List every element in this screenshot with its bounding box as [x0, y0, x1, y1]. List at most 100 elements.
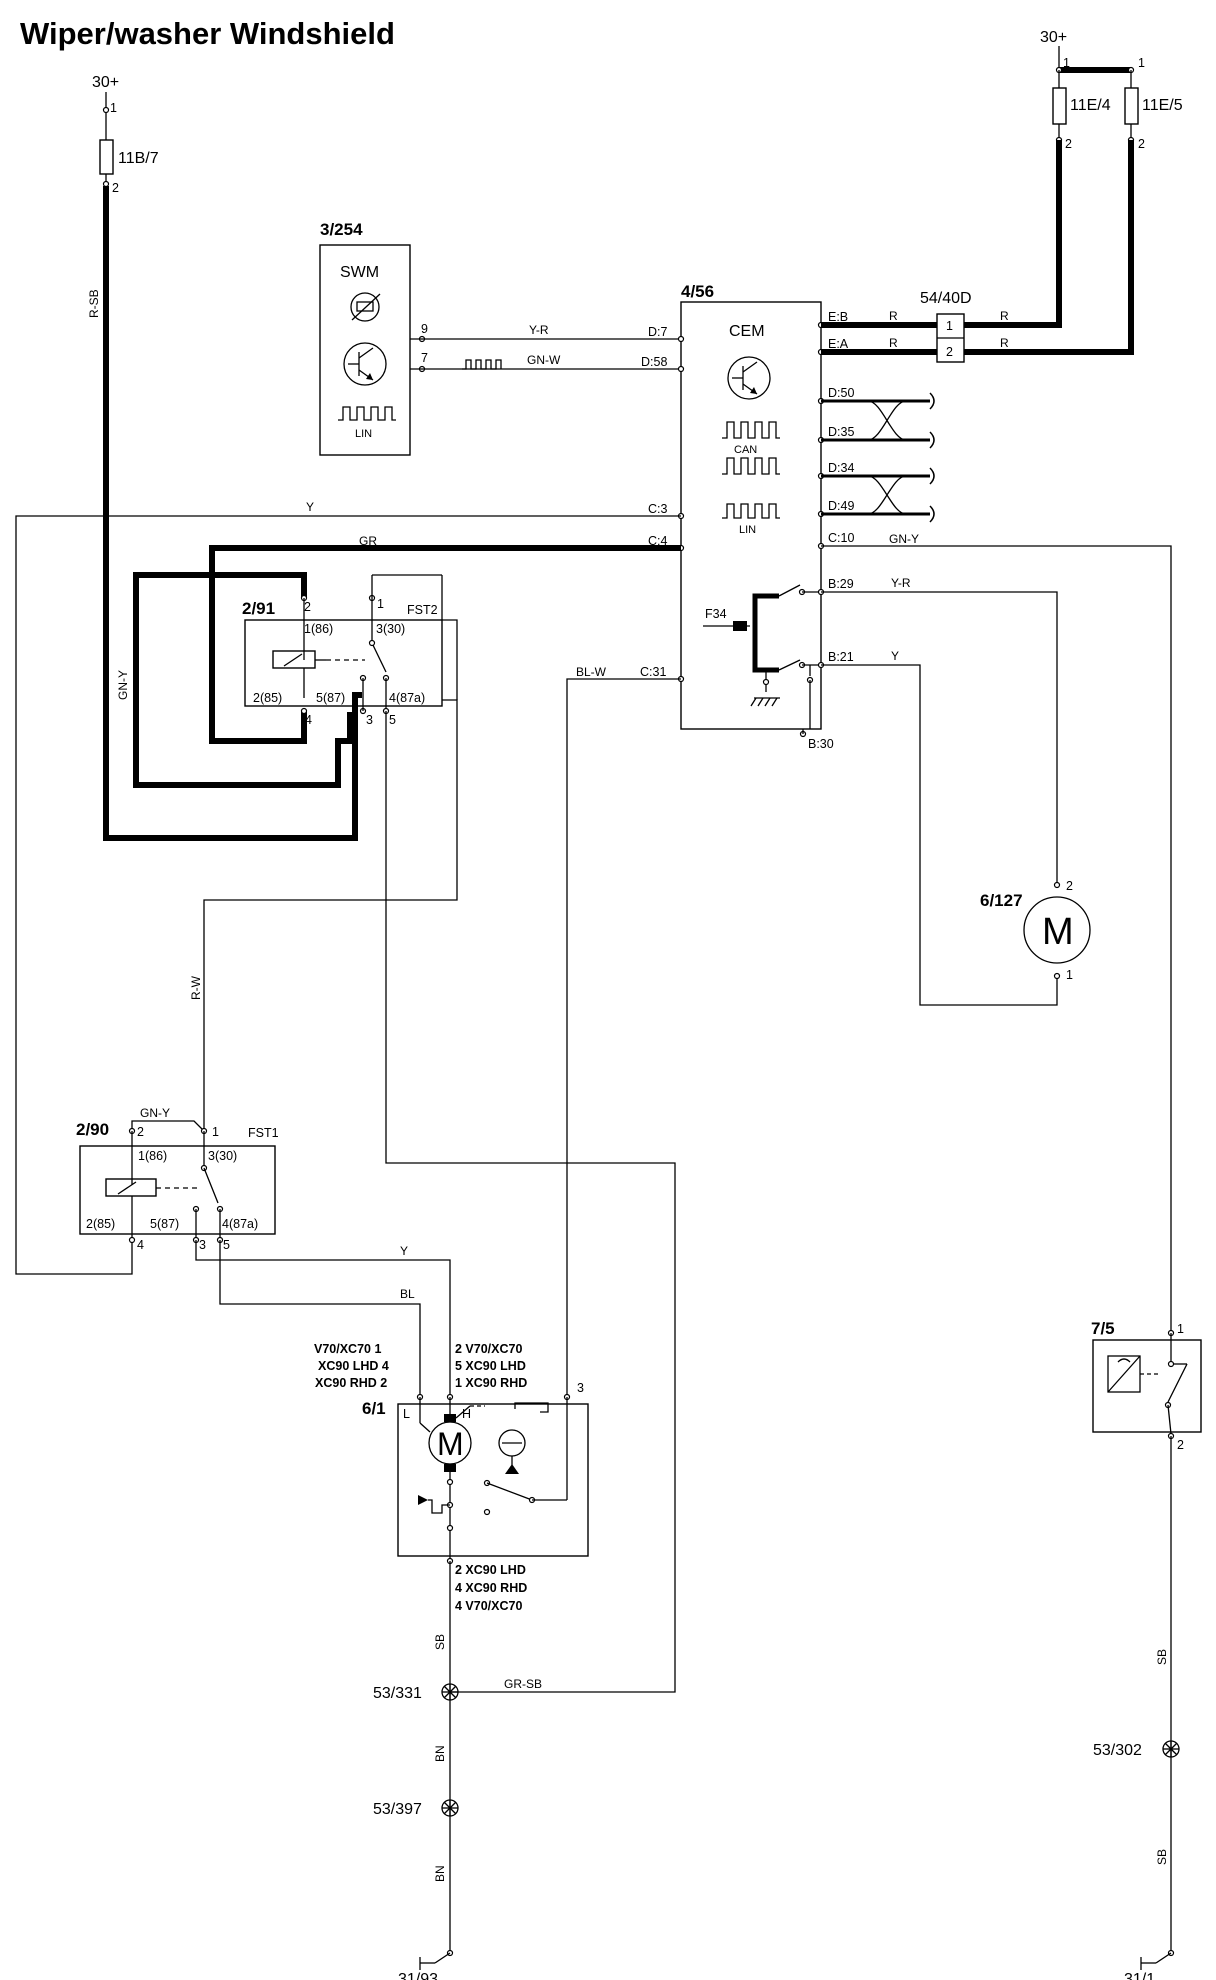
fuse-11e5-pin-2: 2 — [1138, 137, 1145, 151]
cem-lin-label: LIN — [739, 524, 756, 536]
swm-lin-label: LIN — [355, 428, 372, 440]
cem-pin-b30: B:30 — [808, 737, 834, 751]
motor-61-left-label-2: XC90 LHD 4 — [318, 1359, 389, 1373]
motor-61-id: 6/1 — [362, 1399, 386, 1418]
motor-61-bottom-label-3: 4 V70/XC70 — [455, 1599, 522, 1613]
wire-label-r-sb: R-SB — [87, 289, 101, 318]
connector-id: 54/40D — [920, 290, 972, 307]
swm-module: 3/254 SWM LIN 9 7 — [319, 220, 428, 456]
motor-6127-pin-1: 1 — [1066, 968, 1073, 982]
cem-transistor-icon — [727, 356, 771, 400]
fuse-11e5-label: 11E/5 — [1142, 97, 1183, 114]
swm-name: SWM — [340, 264, 379, 281]
connector-pin-1: 1 — [946, 319, 953, 333]
relay-290-coil — [105, 1178, 157, 1197]
motor-61-left-label-3: XC90 RHD 2 — [315, 1376, 387, 1390]
relay-291-pin-85: 2(85) — [253, 691, 282, 705]
ground-31-93-label: 31/93 — [398, 1971, 438, 1980]
connector-pin-2: 2 — [946, 345, 953, 359]
cem-f34-label: F34 — [705, 607, 727, 621]
motor-61-bottom-label-1: 2 XC90 LHD — [455, 1563, 526, 1577]
supply-left: 30+ 1 11B/7 2 R-SB — [87, 74, 362, 841]
fuse-11e4-symbol — [1052, 87, 1067, 125]
splice-53-397-label: 53/397 — [373, 1801, 422, 1818]
cem-can-pulse-icon-2 — [722, 457, 780, 475]
relay-290-motor-wires: Y BL — [195, 1240, 451, 1397]
fuse-11b7-label: 11B/7 — [118, 150, 159, 167]
cem-pin-c31: C:31 — [640, 665, 666, 679]
wire-label-r-right-top: R — [1000, 309, 1009, 323]
relay-291-terminal-2: 2 — [304, 600, 311, 614]
motor-61-right-label-3: 1 XC90 RHD — [455, 1376, 527, 1390]
fuse-11b7-symbol — [99, 139, 114, 175]
relay-2-91: 2/91 FST2 2 1 1(86) 3(30) 2(85) 5(87) 4(… — [242, 574, 443, 727]
switch-75-id: 7/5 — [1091, 1319, 1115, 1338]
relay-290-pin-86: 1(86) — [138, 1149, 167, 1163]
wire-r-w: R-W — [189, 619, 458, 1131]
motor-61-pin-3: 3 — [577, 1381, 584, 1395]
motor-6127-pin-2: 2 — [1066, 879, 1073, 893]
wire-label-bl-w: BL-W — [576, 665, 607, 679]
swm-cem-wires: Y-R GN-W — [410, 323, 679, 370]
relay-290-terminal-4: 4 — [137, 1238, 144, 1252]
relay-291-terminal-1: 1 — [377, 597, 384, 611]
motor-61-terminal-l: L — [403, 1407, 410, 1421]
motor-6127: 6/127 2 M 1 — [980, 879, 1091, 982]
relay-291-id: 2/91 — [242, 599, 275, 618]
wire-label-sb-left: SB — [433, 1634, 447, 1650]
wire-2-91-pin5 — [385, 711, 676, 1693]
switch-7-5: 7/5 1 2 — [1091, 1319, 1202, 1452]
wire-gn-y-left: GN-Y — [116, 572, 353, 788]
relay-2-90: 2/90 GN-Y FST1 2 1 1(86) 3(30) 2(85) 5(8… — [76, 1106, 279, 1252]
fuse-11e4-pin-2: 2 — [1065, 137, 1072, 151]
swm-pin-7: 7 — [421, 351, 428, 365]
ground-icon-31-1 — [1140, 1949, 1175, 1970]
cem-can-pulse-icon — [722, 421, 780, 439]
fuse-11e4-label: 11E/4 — [1070, 97, 1111, 114]
relay-290-terminal-5: 5 — [223, 1238, 230, 1252]
relay-290-pin-30: 3(30) — [208, 1149, 237, 1163]
cem-pin-d34: D:34 — [828, 461, 854, 475]
wire-label-bl-motor: BL — [400, 1287, 415, 1301]
cam-icon — [498, 1429, 526, 1474]
supply-right-label: 30+ — [1040, 29, 1067, 46]
cem-pin-c4: C:4 — [648, 534, 668, 548]
fuse-11e5-symbol — [1124, 87, 1139, 125]
motor-61-right-label-2: 5 XC90 LHD — [455, 1359, 526, 1373]
wire-label-r-right-bottom: R — [1000, 336, 1009, 350]
wire-label-sb-right-2: SB — [1155, 1849, 1169, 1865]
relay-290-terminal-1: 1 — [212, 1125, 219, 1139]
wire-gr-c4: GR — [209, 534, 681, 744]
swm-pin-9: 9 — [421, 322, 428, 336]
wire-label-gn-y-left: GN-Y — [116, 670, 130, 700]
swm-id: 3/254 — [320, 220, 363, 239]
relay-291-pin-87: 5(87) — [316, 691, 345, 705]
cem-pin-eb: E:B — [828, 310, 848, 324]
motor-6127-id: 6/127 — [980, 891, 1023, 910]
ground-chain-right: SB SB 53/302 31/1 — [1093, 1436, 1180, 1980]
relay-290-pin-87a: 4(87a) — [222, 1217, 258, 1231]
switch-75-box — [1092, 1339, 1202, 1433]
cem-pin-d7: D:7 — [648, 325, 668, 339]
can-twisted-pairs — [821, 392, 935, 523]
relay-291-pin-87a: 4(87a) — [389, 691, 425, 705]
fuse-11e5-pin-1: 1 — [1138, 56, 1145, 70]
cem-connector-wires: R R — [821, 309, 937, 355]
motor-6-1: V70/XC70 1 XC90 LHD 4 XC90 RHD 2 2 V70/X… — [314, 1342, 589, 1613]
ground-31-1-label: 31/1 — [1124, 1971, 1155, 1980]
fuse-11b7-pin-2: 2 — [112, 181, 119, 195]
cem-pin-d35: D:35 — [828, 425, 854, 439]
relay-291-terminal-5: 5 — [389, 713, 396, 727]
wire-label-gr-sb: GR-SB — [504, 1677, 542, 1691]
lin-pulse-icon — [338, 406, 396, 421]
splice-53-397 — [441, 1799, 459, 1817]
wire-label-r-bottom: R — [889, 336, 898, 350]
relay-290-tag: FST1 — [248, 1126, 279, 1140]
ground-icon-31-93 — [419, 1949, 454, 1970]
cem-f34-symbol — [733, 621, 747, 631]
motor-61-symbol: M — [437, 1426, 464, 1462]
relay-291-tag: FST2 — [407, 603, 438, 617]
relay-290-pin-85: 2(85) — [86, 1217, 115, 1231]
relay-290-terminal-2: 2 — [137, 1125, 144, 1139]
